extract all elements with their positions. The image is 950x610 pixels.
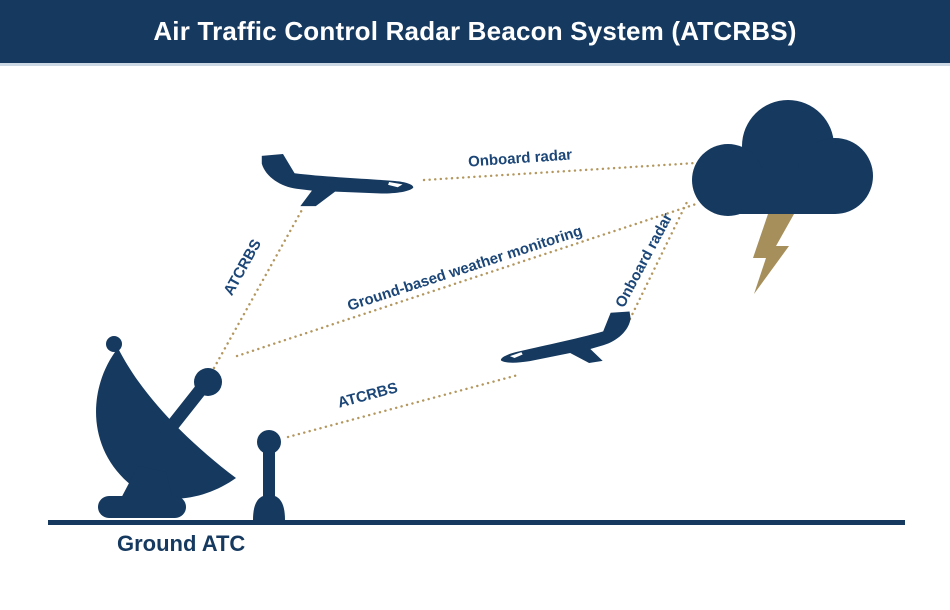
ground-atc-label: Ground ATC: [117, 531, 246, 556]
lightning-icon: [753, 214, 794, 294]
ground-line: [48, 520, 905, 525]
page-title: Air Traffic Control Radar Beacon System …: [153, 16, 797, 46]
storm-cloud-icon: [692, 100, 873, 216]
airplane-icon: [500, 311, 631, 364]
radar-dish-icon: [96, 336, 236, 518]
airplane-icon: [261, 154, 414, 207]
beacon-antenna-icon: [253, 430, 285, 520]
dotted-line-onboard-radar-right: [628, 200, 689, 321]
cockpit-window: [388, 181, 403, 188]
dotted-line-atcrbs-lower: [286, 373, 520, 439]
dotted-line-onboard-radar-top: [422, 161, 698, 182]
header-bar: Air Traffic Control Radar Beacon System …: [0, 0, 950, 63]
header-divider: [0, 63, 950, 66]
cockpit-window: [509, 352, 523, 358]
dotted-line-ground-weather: [235, 202, 698, 358]
